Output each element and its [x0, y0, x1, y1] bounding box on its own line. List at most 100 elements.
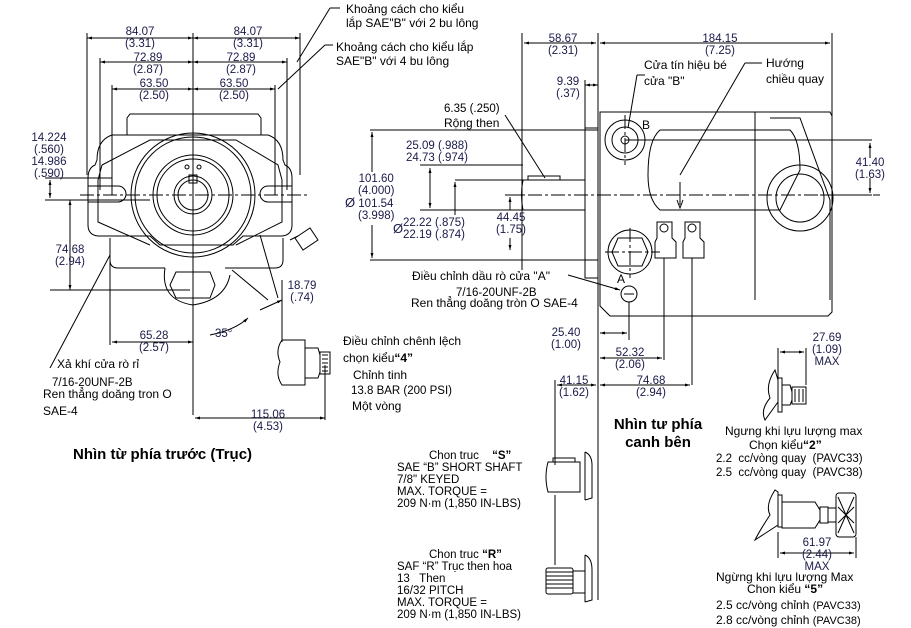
dim-value: 115.06	[250, 409, 286, 421]
dim-value: 14.986	[31, 156, 67, 168]
option-4-fine: Chỉnh tinh	[353, 368, 408, 382]
callout-rotation: Hướng chiều quay	[766, 56, 824, 86]
dim-value-inch: (2.44)	[801, 549, 833, 561]
dim-9: 9.39 (.37)	[553, 76, 583, 100]
dim-value-inch: (1.62)	[558, 387, 590, 399]
dim-value-inch: (2.06)	[614, 359, 646, 371]
dim-65: 65.28 (2.57)	[136, 330, 172, 354]
callout-line: lắp SAE"B" với 2 bu lông	[346, 16, 479, 30]
callout-port-b: Cửa tín hiệu bé cửa "B"	[644, 58, 727, 88]
callout-four-bolt: Khoảng cách cho kiểu lắp SAE"B" với 4 bu…	[336, 40, 473, 68]
dim-value-inch: (1.00)	[550, 339, 582, 351]
dim-value-inch: (2.50)	[138, 90, 170, 102]
shaft-option-line: 7/8" KEYED	[397, 474, 460, 486]
callout-drain-thread: 7/16-20UNF-2B	[456, 287, 537, 299]
dim-key-width: 6.35 (.250) Rộng then	[444, 102, 500, 130]
stop-option-select: Chọn kiểu“2”	[716, 438, 863, 452]
stop-option-model: (PAVC33)	[812, 600, 861, 612]
callout-line: Ren thẳng doăng tron O	[43, 387, 172, 401]
dim-value: 84.07	[233, 26, 263, 38]
stop-option-code: “5”	[804, 582, 824, 596]
shaft-option-line: MAX. TORQUE =	[397, 597, 488, 609]
side-view-pump	[370, 33, 872, 602]
stop-option-row: 2.5 cc/vòng chỉnh (PAVC33)	[716, 598, 861, 613]
option-4-block: Điều chỉnh chênh lệch chọn kiểu“4” Chỉnh…	[343, 334, 461, 413]
dim-value-inch: (3.31)	[124, 38, 156, 50]
dim-74-height: 74.68 (2.94)	[52, 244, 88, 268]
dim-value: 25.40	[551, 327, 581, 339]
shaft-option-r-title: Chon truc “R”	[397, 549, 521, 561]
option-4-prefix: chọn kiểu	[343, 351, 395, 365]
callout-bleed-thread: 7/16-20UNF-2B	[52, 377, 133, 389]
stop-option-row: 2.2 cc/vòng quay (PAVC33)	[716, 453, 863, 465]
dim-84-left: 84.07 (3.31)	[120, 26, 160, 50]
stop-option-prefix: Chọn kiểu	[749, 438, 804, 452]
dim-72-left: 72.89 (2.87)	[128, 52, 168, 76]
dim-value: 41.15	[559, 375, 589, 387]
shaft-option-r: Chon truc “R” SAF “R” Trục then hoa 13 T…	[397, 549, 521, 621]
dim-25: 25.40 (1.00)	[548, 327, 584, 351]
stop-option-5: Ngừng khi lựu lượng Max Chon kiểu “5” 2.…	[716, 570, 861, 628]
side-view-title: Nhìn tư phía canh bên	[608, 416, 708, 452]
dim-41-15: 41.15 (1.62)	[556, 375, 592, 399]
dim-pilot-diameter: 101.60 (4.000) Ø 101.54 (3.998)	[344, 173, 394, 222]
dim-value-inch: (2.87)	[132, 64, 164, 76]
dim-value-inch: (1.75)	[495, 224, 527, 236]
dim-key-height: 25.09 (.988) 24.73 (.974)	[406, 140, 468, 164]
stop-option-prefix: Chon kiểu	[747, 582, 802, 596]
shaft-option-code: “S”	[492, 450, 512, 462]
dim-value-inch: (2.57)	[138, 342, 170, 354]
stop-option-value: 2.8 cc/vòng chỉnh	[716, 613, 810, 627]
callout-line: Khoảng cách cho kiểu lắp	[336, 40, 474, 54]
dim-value: 72.89	[226, 52, 256, 64]
dim-value: 24.73 (.974)	[406, 152, 469, 164]
dim-pilot-min: Ø 101.54	[344, 195, 394, 210]
dim-value-inch: (7.25)	[704, 45, 736, 57]
front-view-title: Nhìn từ phía trước (Trục)	[73, 446, 253, 463]
dim-44: 44.45 (1.75)	[494, 212, 528, 236]
dim-value-inch: (2.94)	[635, 387, 667, 399]
dim-value: 27.69	[812, 332, 842, 344]
dim-value-inch: (4.000)	[358, 185, 395, 197]
dim-value: 52.32	[615, 347, 645, 359]
dim-41-40: 41.40 (1.63)	[853, 157, 887, 181]
dim-value-inch: (1.63)	[854, 169, 886, 181]
option-4-pressure: 13.8 BAR (200 PSI)	[351, 385, 452, 397]
front-view-pump	[45, 8, 340, 420]
dim-52: 52.32 (2.06)	[612, 347, 648, 371]
dim-value: 74.68	[55, 244, 85, 256]
stop-option-row: 2.8 cc/vòng chỉnh (PAVC38)	[716, 613, 861, 628]
dim-value: 101.60	[358, 173, 394, 185]
shaft-option-s-title: Chon truc “S”	[397, 450, 522, 462]
option-4-code: “4”	[394, 351, 414, 365]
dim-max-label: MAX	[804, 561, 830, 573]
port-b-label: B	[642, 118, 651, 132]
dim-value-inch: (2.31)	[547, 45, 579, 57]
dim-label: Rộng then	[444, 116, 500, 130]
dim-18: 18.79 (.74)	[286, 280, 318, 304]
callout-drain-a: Điều chỉnh dầu rò cửa "A"	[412, 269, 550, 283]
dim-value: 6.35 (.250)	[444, 103, 500, 115]
dim-value-inch: (1.09)	[811, 344, 843, 356]
dim-value: 74.68	[636, 375, 666, 387]
callout-bleed: Xả khí cửa rò rỉ	[57, 357, 140, 371]
stop-option-title: Ngưng khi lựu lượng max	[725, 424, 863, 438]
dim-value: 18.79	[287, 280, 317, 292]
option-4-line1: Điều chỉnh chênh lệch	[343, 334, 462, 348]
dim-value: 41.40	[855, 157, 885, 169]
stop-option-model: (PAVC38)	[812, 615, 861, 627]
shaft-option-line: 209 N·m (1,850 IN-LBS)	[397, 498, 521, 510]
dim-72-right: 72.89 (2.87)	[221, 52, 261, 76]
shaft-option-prefix: Chon truc	[429, 450, 479, 462]
dim-slot: 14.224 (.560) 14.986 (.590)	[26, 132, 72, 180]
stop-option-value: 2.5 cc/vòng chỉnh	[716, 598, 810, 612]
side-centerlines	[505, 115, 880, 278]
dim-74-side: 74.68 (2.94)	[633, 375, 669, 399]
shaft-option-code: “R”	[482, 549, 502, 561]
dim-value: 65.28	[139, 330, 169, 342]
dim-value-inch: (.590)	[33, 168, 65, 180]
option-4-line2: chọn kiểu“4”	[343, 351, 461, 365]
diameter-symbol: Ø	[344, 195, 356, 210]
dim-value: 25.09 (.988)	[406, 140, 469, 152]
